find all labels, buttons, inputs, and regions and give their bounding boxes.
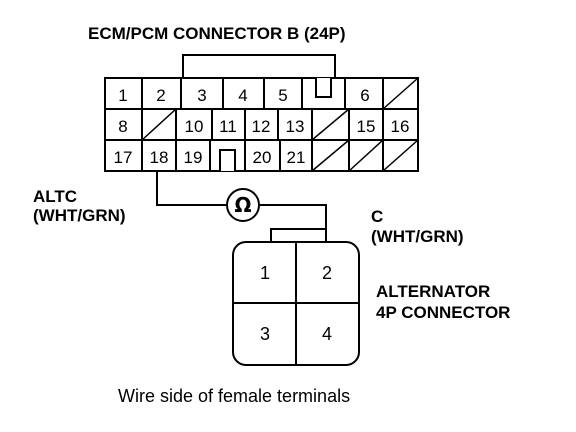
alternator-pin-3: 3 [260, 324, 270, 344]
ecm-pin-2: 2 [156, 86, 165, 105]
ecm-row-3-pins: 17 18 19 20 21 [114, 148, 306, 167]
ecm-pin-18: 18 [150, 148, 169, 167]
ecm-connector-title: ECM/PCM CONNECTOR B (24P) [88, 24, 346, 43]
ecm-pin-8: 8 [118, 117, 127, 136]
ecm-pin-3: 3 [197, 86, 206, 105]
ecm-pin-15: 15 [357, 117, 376, 136]
ecm-pin-13: 13 [286, 117, 305, 136]
c-terminal-label: C [371, 207, 383, 226]
alternator-pins: 1 2 3 4 [260, 263, 332, 344]
alternator-pin-4: 4 [322, 324, 332, 344]
ecm-pin-17: 17 [114, 148, 133, 167]
alternator-connector-body [232, 228, 360, 366]
ecm-row-1-pins: 1 2 3 4 5 6 [118, 86, 369, 105]
ecm-row-2-pins: 8 10 11 12 13 15 16 [118, 117, 409, 136]
ecm-blank-cavities [141, 77, 419, 172]
ecm-pin-1: 1 [118, 86, 127, 105]
altc-wire-color-label: (WHT/GRN) [33, 206, 126, 225]
ecm-pin-4: 4 [238, 86, 247, 105]
ohmmeter-symbol: Ω [226, 188, 260, 222]
ecm-pin-10: 10 [185, 117, 204, 136]
ecm-pin-19: 19 [184, 148, 203, 167]
ecm-pin-11: 11 [219, 117, 237, 136]
ecm-pin-21: 21 [287, 148, 306, 167]
ecm-pin-5: 5 [278, 86, 287, 105]
c-wire-color-label: (WHT/GRN) [371, 227, 464, 246]
ecm-key-notch-bottom [219, 149, 236, 171]
alternator-title: ALTERNATOR [376, 282, 490, 301]
ecm-key-notch-top [315, 78, 332, 98]
ecm-pin-12: 12 [252, 117, 271, 136]
ecm-connector-body [104, 54, 419, 172]
altc-label: ALTC [33, 187, 77, 206]
ecm-pin-20: 20 [253, 148, 272, 167]
alternator-pin-1: 1 [260, 263, 270, 283]
ecm-pin-6: 6 [360, 86, 369, 105]
alternator-connector-type: 4P CONNECTOR [376, 303, 510, 322]
alternator-pin-2: 2 [322, 263, 332, 283]
ecm-pin-16: 16 [391, 117, 410, 136]
diagram-caption: Wire side of female terminals [118, 386, 350, 406]
ohm-icon: Ω [234, 193, 251, 217]
